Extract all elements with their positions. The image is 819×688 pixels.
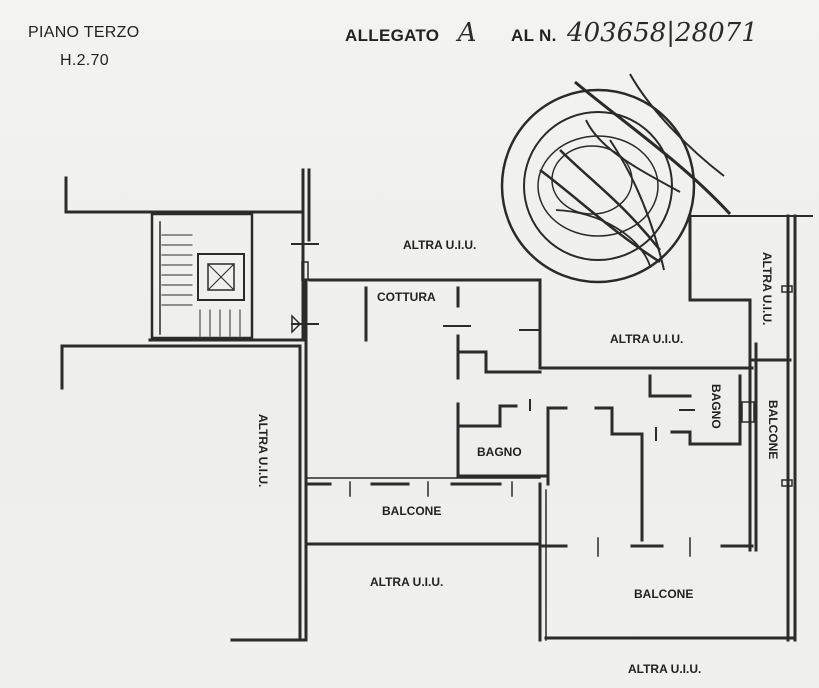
room-label-altra-bottom: ALTRA U.I.U. [628,662,702,676]
room-label-altra-left: ALTRA U.I.U. [256,414,270,488]
room-label-altra-mid: ALTRA U.I.U. [610,332,684,346]
height-label: H.2.70 [60,52,109,69]
room-label-balcone-right: BALCONE [766,400,780,460]
ref-number: 403658|28071 [567,18,758,48]
elevator [197,253,245,301]
ref-prefix: AL N. [511,26,557,45]
room-label-altra-top: ALTRA U.I.U. [403,238,477,252]
stairwell [150,212,254,340]
room-label-altra-right: ALTRA U.I.U. [760,252,774,326]
room-label-bagno: BAGNO [477,445,522,459]
room-label-cottura: COTTURA [377,290,436,304]
room-label-altra-bottom-left: ALTRA U.I.U. [370,575,444,589]
notary-stamp-icon [500,73,732,284]
room-label-balcone-front: BALCONE [382,504,442,518]
room-label-balcone-big: BALCONE [634,587,694,601]
attachment-prefix: ALLEGATO [345,26,440,45]
attachment-letter: A [457,18,477,48]
attachment-line: ALLEGATO A AL N. 403658|28071 [345,18,758,48]
wall [64,176,152,214]
floor-label: PIANO TERZO [28,24,140,41]
room-label-bagno-small: BAGNO [709,384,723,429]
